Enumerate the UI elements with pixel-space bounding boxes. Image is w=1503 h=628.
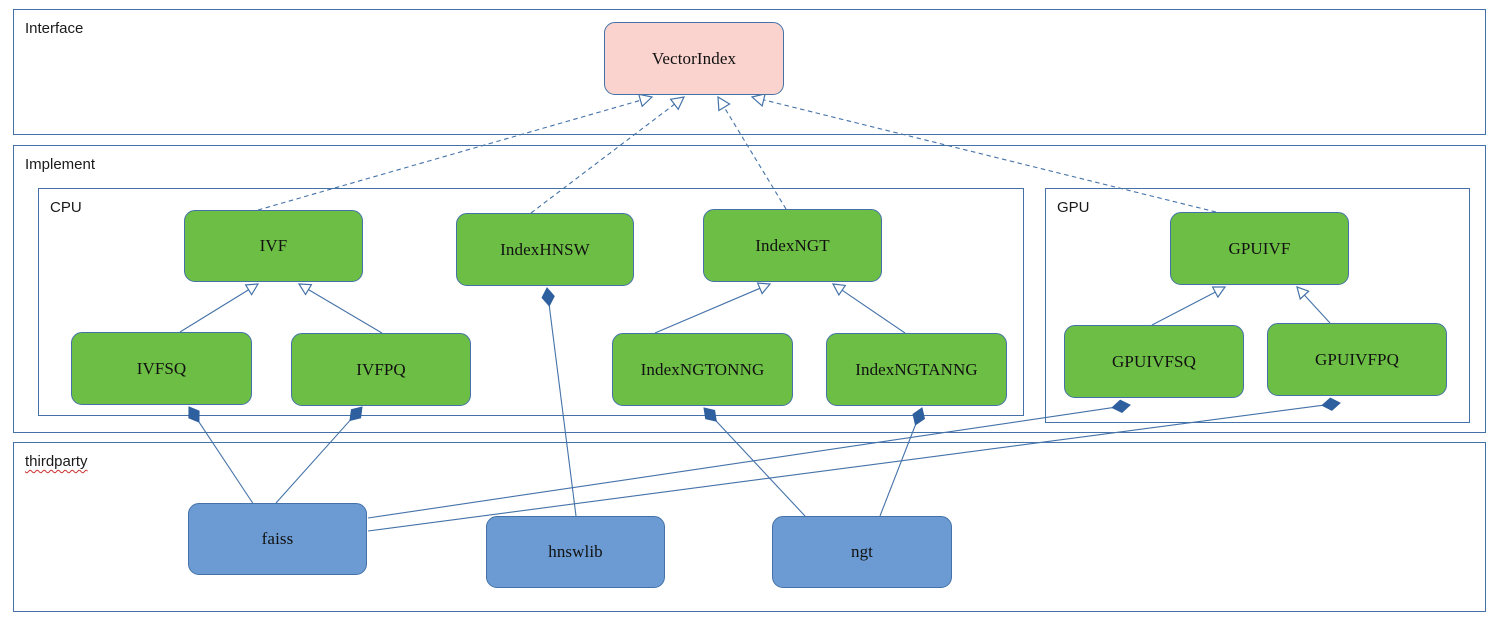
node-gpuivfpq[interactable]: GPUIVFPQ	[1267, 323, 1447, 396]
group-label-gpu: GPU	[1057, 199, 1090, 216]
node-indexngtonng[interactable]: IndexNGTONNG	[612, 333, 793, 406]
node-hnswlib[interactable]: hnswlib	[486, 516, 665, 588]
group-label-cpu: CPU	[50, 199, 82, 216]
node-gpuivfsq[interactable]: GPUIVFSQ	[1064, 325, 1244, 398]
group-label-interface: Interface	[25, 20, 84, 37]
node-gpuivf[interactable]: GPUIVF	[1170, 212, 1349, 285]
node-indexngt[interactable]: IndexNGT	[703, 209, 882, 282]
group-label-thirdparty: thirdparty	[25, 453, 88, 470]
node-ivfpq[interactable]: IVFPQ	[291, 333, 471, 406]
group-label-implement: Implement	[25, 156, 96, 173]
node-ivfsq[interactable]: IVFSQ	[71, 332, 252, 405]
node-indexngtanng[interactable]: IndexNGTANNG	[826, 333, 1007, 406]
node-faiss[interactable]: faiss	[188, 503, 367, 575]
node-ivf[interactable]: IVF	[184, 210, 363, 282]
node-ngt[interactable]: ngt	[772, 516, 952, 588]
node-vectorindex[interactable]: VectorIndex	[604, 22, 784, 95]
node-indexhnsw[interactable]: IndexHNSW	[456, 213, 634, 286]
